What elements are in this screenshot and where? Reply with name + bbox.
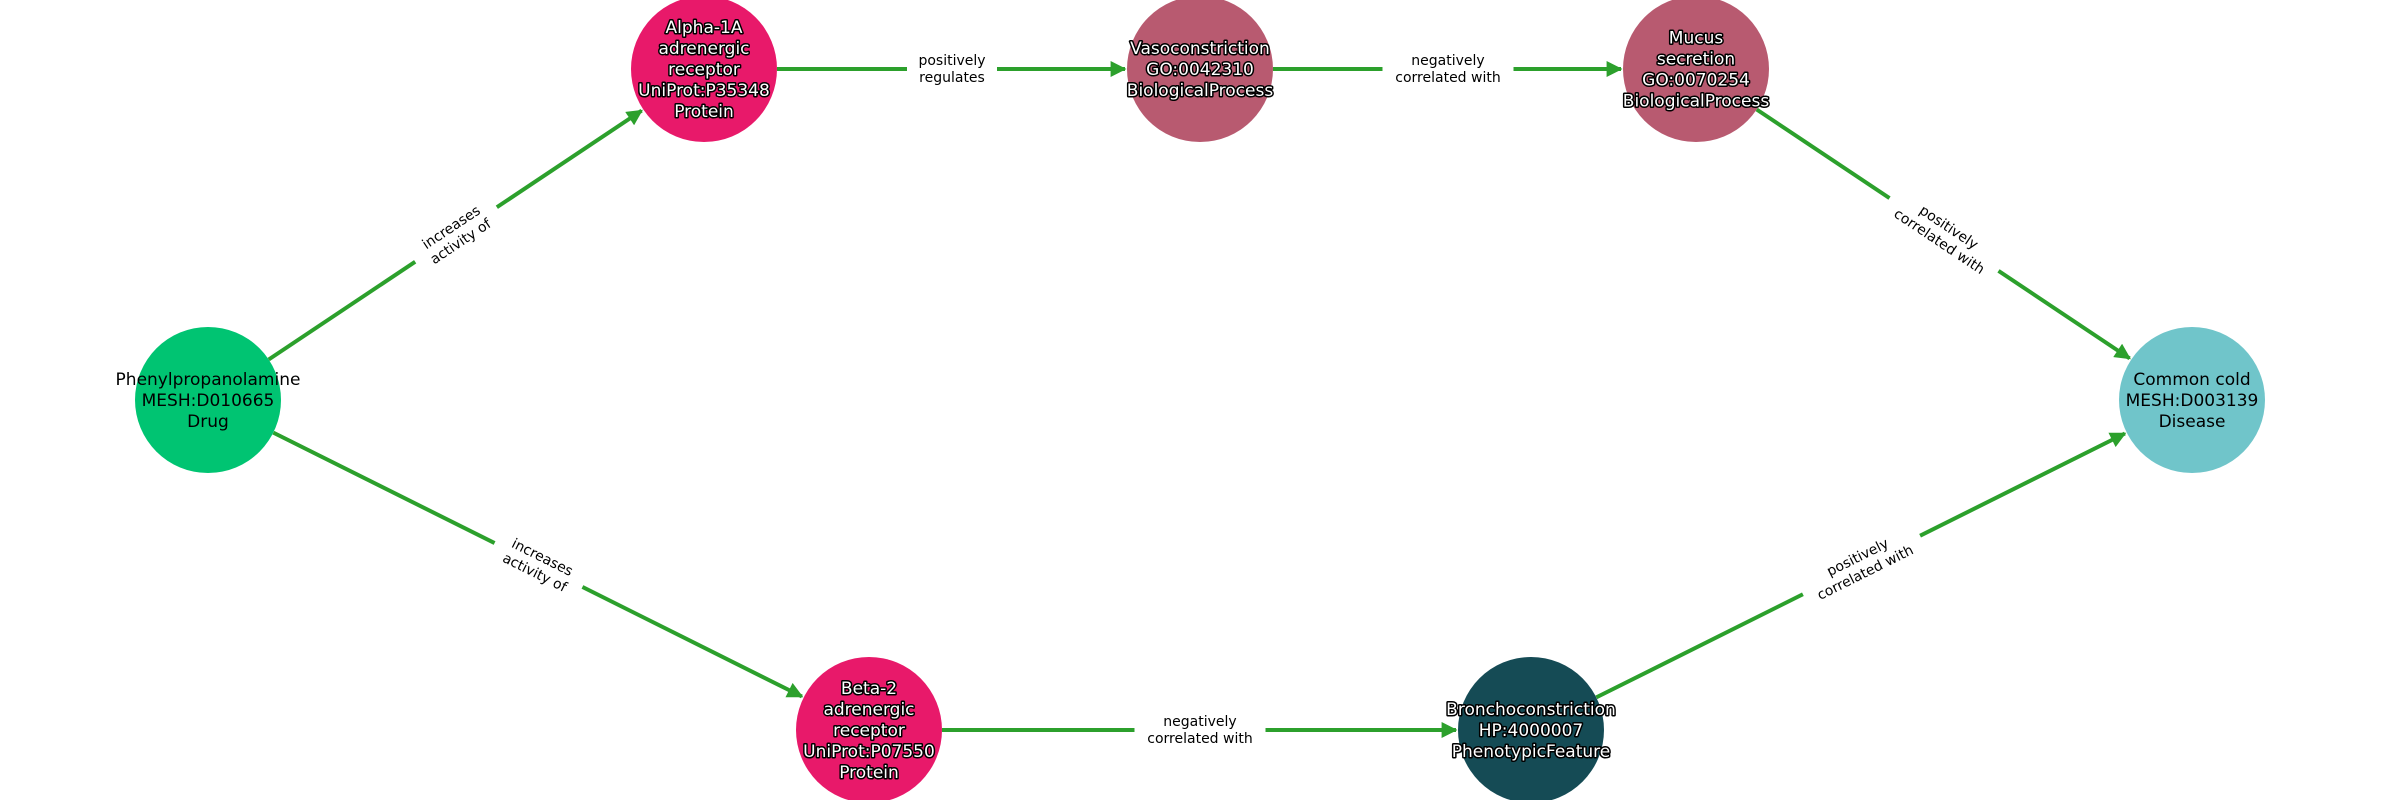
node-label-line: GO:0070254 <box>1642 71 1750 91</box>
node-label-line: PhenotypicFeature <box>1452 742 1611 762</box>
edge-label-background <box>1382 49 1514 89</box>
node-label-line: adrenergic <box>823 700 914 720</box>
node-label-line: UniProt:P35348 <box>638 81 770 101</box>
edge-label-background <box>1134 710 1266 750</box>
edges-layer <box>267 61 2131 738</box>
node-circle[interactable] <box>1127 0 1273 142</box>
node-label-line: HP:4000007 <box>1479 721 1583 741</box>
node-label-line: BiologicalProcess <box>1127 81 1274 101</box>
edge-label-background <box>485 525 592 605</box>
node-label-line: Disease <box>2159 412 2226 432</box>
node-label-line: Drug <box>187 412 229 432</box>
node-label-line: receptor <box>833 721 905 741</box>
node-label-line: receptor <box>668 60 740 80</box>
edge-label-line: regulates <box>919 70 985 86</box>
node-label-line: adrenergic <box>658 39 749 59</box>
node-broncho[interactable]: BronchoconstrictionHP:4000007PhenotypicF… <box>1445 657 1617 800</box>
edge-label-background <box>404 190 508 279</box>
edge-label-line: positively <box>918 53 985 69</box>
node-label-line: Common cold <box>2133 370 2250 390</box>
edge-label-line: correlated with <box>1395 70 1500 86</box>
node-label-line: Alpha-1A <box>666 18 743 38</box>
node-label-line: MESH:D003139 <box>2126 391 2259 411</box>
node-circle[interactable] <box>2119 327 2265 473</box>
node-mucus[interactable]: MucussecretionGO:0070254BiologicalProces… <box>1621 0 1771 142</box>
edge-label-background <box>1878 181 2010 288</box>
node-label-line: MESH:D010665 <box>142 391 275 411</box>
node-label-line: GO:0042310 <box>1146 60 1254 80</box>
edge-label-line: negatively <box>1163 714 1236 730</box>
edge-label-line: negatively <box>1411 53 1484 69</box>
node-label-line: Protein <box>839 763 899 783</box>
node-beta[interactable]: Beta-2adrenergicreceptorUniProt:P07550Pr… <box>796 657 942 800</box>
node-label-line: Bronchoconstriction <box>1446 700 1616 720</box>
node-label-line: Vasoconstriction <box>1130 39 1270 59</box>
node-circle[interactable] <box>135 327 281 473</box>
node-circle[interactable] <box>1623 0 1769 142</box>
node-label-line: Mucus <box>1669 29 1724 49</box>
node-circle[interactable] <box>631 0 777 142</box>
node-label-line: UniProt:P07550 <box>803 742 935 762</box>
node-circle[interactable] <box>1458 657 1604 800</box>
node-vaso[interactable]: VasoconstrictionGO:0042310BiologicalProc… <box>1125 0 1275 142</box>
edge-label-line: correlated with <box>1147 731 1252 747</box>
node-label-line: BiologicalProcess <box>1623 92 1770 112</box>
node-circle[interactable] <box>796 657 942 800</box>
node-label-line: Protein <box>674 102 734 122</box>
edge-label-background <box>907 49 997 89</box>
node-alpha[interactable]: Alpha-1AadrenergicreceptorUniProt:P35348… <box>631 0 777 142</box>
edge-label-background <box>1793 517 1930 613</box>
node-label-line: Phenylpropanolamine <box>116 370 301 390</box>
node-label-line: Beta-2 <box>841 679 897 699</box>
node-label-line: secretion <box>1657 50 1735 70</box>
